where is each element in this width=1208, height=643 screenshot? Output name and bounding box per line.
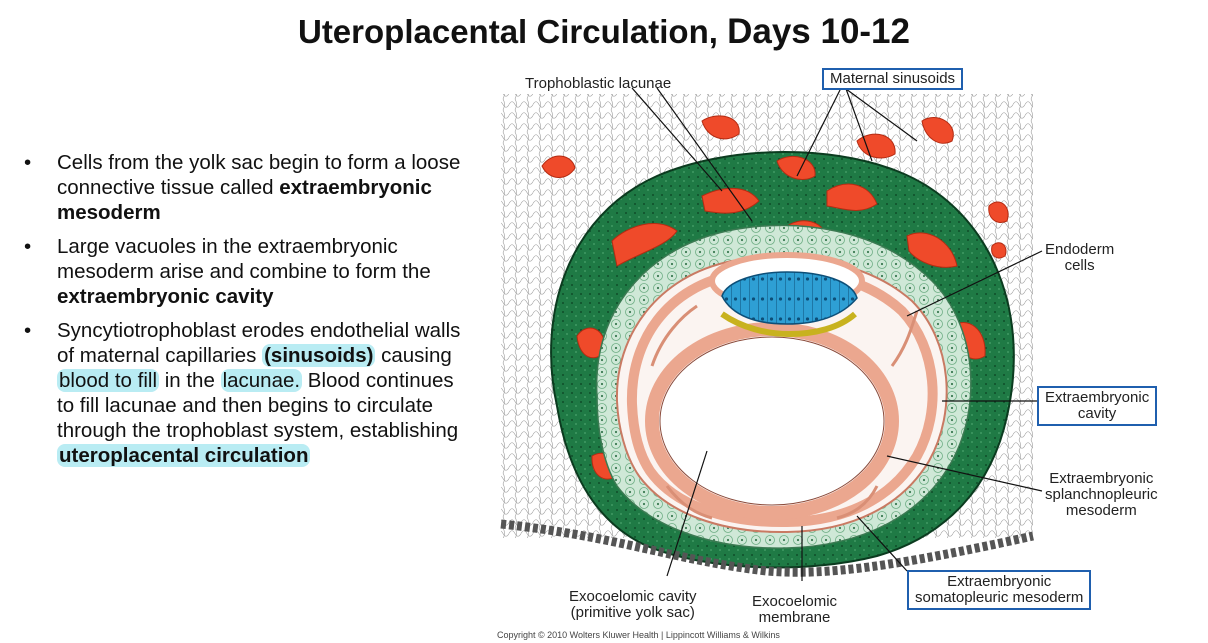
label-exocoelomic-cavity: Exocoelomic cavity (primitive yolk sac) [569,589,697,621]
bullet-marker: • [24,319,32,342]
bullet-3-blood-to-fill: blood to fill [57,369,160,392]
leader-lines [631,85,1043,581]
label-cavity-line1: Extraembryonic [1045,389,1150,406]
label-splanch-line1: Extraembryonic [1049,470,1154,487]
maternal-sinusoids [541,115,1009,259]
mesoderm-strands [650,304,919,520]
label-splanchnopleuric-mesoderm: Extraembryonic splanchnopleuric mesoderm [1045,471,1158,519]
bullet-marker: • [24,235,32,258]
label-maternal-sinusoids: Maternal sinusoids [822,68,964,90]
label-somato-line2: somatopleuric mesoderm [915,589,1084,606]
label-endoderm-line2: cells [1064,257,1095,274]
label-extraembryonic-cavity: Extraembryonic cavity [1037,386,1158,426]
label-endoderm-line1: Endoderm [1045,241,1115,258]
label-cavity-line2: cavity [1077,405,1117,422]
bullet-3-sinusoids: (sinusoids) [262,344,376,367]
label-splanch-line2: splanchnopleuric [1045,486,1158,503]
title-part1: Uteroplacental Circulation, [297,13,718,50]
uteroplacental-diagram: Trophoblastic lacunae Maternal sinusoids… [497,66,1197,638]
bullet-marker: • [24,151,32,174]
bullet-3-mid1: causing [375,344,452,367]
label-somatopleuric-mesoderm: Extraembryonic somatopleuric mesoderm [907,570,1092,610]
label-exo-cavity-line2: (primitive yolk sac) [570,604,695,621]
copyright-notice: Copyright © 2010 Wolters Kluwer Health |… [497,630,780,640]
uterine-epithelium [500,519,1034,577]
label-exo-membrane-line2: membrane [758,609,831,626]
bullet-item-3: • Syncytiotrophoblast erodes endothelial… [24,318,474,468]
embryo-illustration [500,85,1043,581]
label-trophoblastic-lacunae: Trophoblastic lacunae [525,75,672,92]
page-title: Uteroplacental Circulation, Days 10-12 [0,12,1208,52]
bullet-3-text: Syncytiotrophoblast erodes endothelial w… [57,319,461,367]
hypoblast [720,311,857,338]
bullet-2-bold: extraembryonic cavity [57,285,274,308]
bullet-1-bold: extraembryonic mesoderm [57,176,432,224]
label-somato-line1: Extraembryonic [947,573,1052,590]
bullet-3-uteroplacental: uteroplacental circulation [57,444,311,467]
label-exocoelomic-membrane: Exocoelomic membrane [752,594,837,626]
bullet-list: • Cells from the yolk sac begin to form … [24,150,474,477]
bullet-3-mid2: in the [159,369,221,392]
bullet-item-2: • Large vacuoles in the extraembryonic m… [24,234,474,309]
label-splanch-line3: mesoderm [1065,502,1137,519]
label-endoderm-cells: Endoderm cells [1045,242,1114,274]
bullet-2-text: Large vacuoles in the extraembryonic mes… [57,235,431,283]
title-part2: Days 10-12 [727,12,910,51]
bullet-1-text: Cells from the yolk sac begin to form a … [57,151,461,199]
bullet-3-lacunae: lacunae. [220,369,303,392]
bullet-3-mid3: Blood continues to fill lacunae and then… [57,369,459,442]
label-exo-cavity-line1: Exocoelomic cavity [569,588,697,605]
bullet-item-1: • Cells from the yolk sac begin to form … [24,150,474,225]
exocoelomic-cavity [645,322,899,520]
epiblast [721,271,858,325]
label-exo-membrane-line1: Exocoelomic [752,593,838,610]
exocoelomic-membrane [659,336,885,506]
